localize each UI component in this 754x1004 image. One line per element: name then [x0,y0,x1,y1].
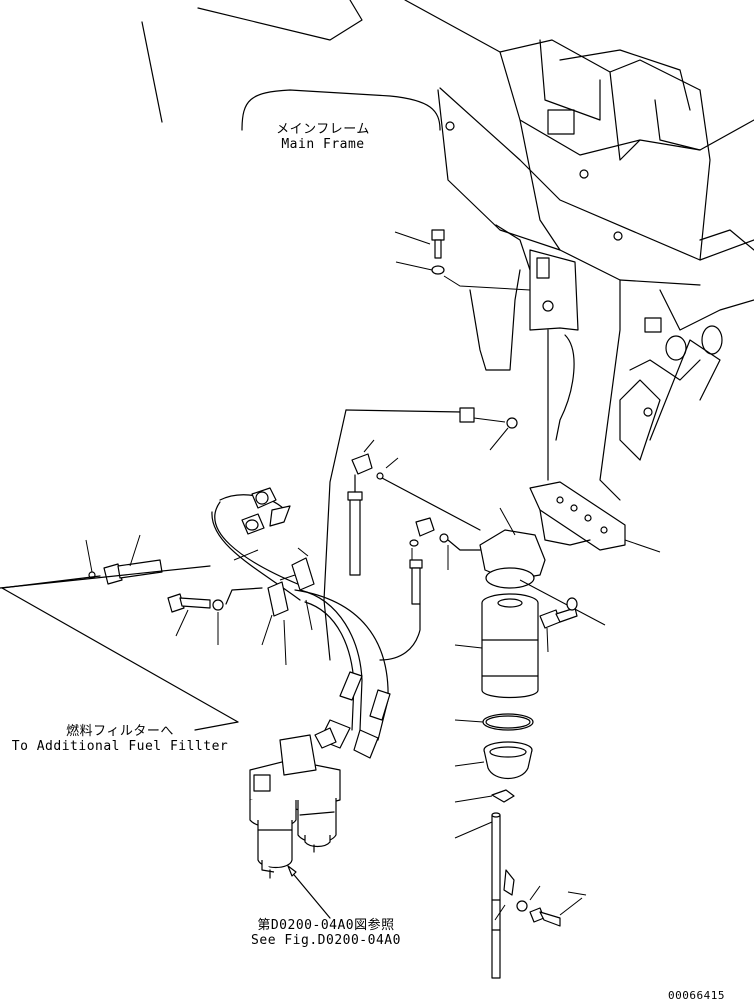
fuel-lines [323,407,518,661]
water-separator [249,727,341,879]
bracket-bolt [394,229,531,291]
see-figure-label-jp: 第D0200-04A0図参照 [257,918,395,933]
fuel-filter-label-jp: 燃料フィルターへ [66,724,174,739]
drawing-code: 00066415 [668,989,725,1002]
left-bolts [85,534,263,645]
filter-head [479,507,606,626]
frame-bracket [529,249,579,481]
fuel-filter-label-en: To Additional Fuel Fillter [11,739,229,754]
leader-lines [0,21,331,919]
filter-mount-plate [529,481,661,553]
main-frame-label-jp: メインフレーム [276,122,370,137]
see-figure-label: 第D0200-04A0図参照 See Fig.D0200-04A0 [226,918,426,948]
main-frame [197,0,754,501]
main-frame-label-en: Main Frame [281,137,365,152]
main-frame-label: メインフレーム Main Frame [258,122,388,152]
o-ring [454,713,534,731]
filter-bolt [539,597,578,653]
bottom-bolt [516,885,587,927]
see-figure-label-en: See Fig.D0200-04A0 [251,933,401,948]
hose-clamps [233,487,315,666]
drain-cap [454,789,515,803]
drain-pipe [454,812,515,979]
filter-bowl [454,741,533,780]
fuel-filter-label: 燃料フィルターへ To Additional Fuel Fillter [2,724,238,754]
fuel-filter-cartridge [454,593,539,699]
fuel-hoses [211,494,391,759]
